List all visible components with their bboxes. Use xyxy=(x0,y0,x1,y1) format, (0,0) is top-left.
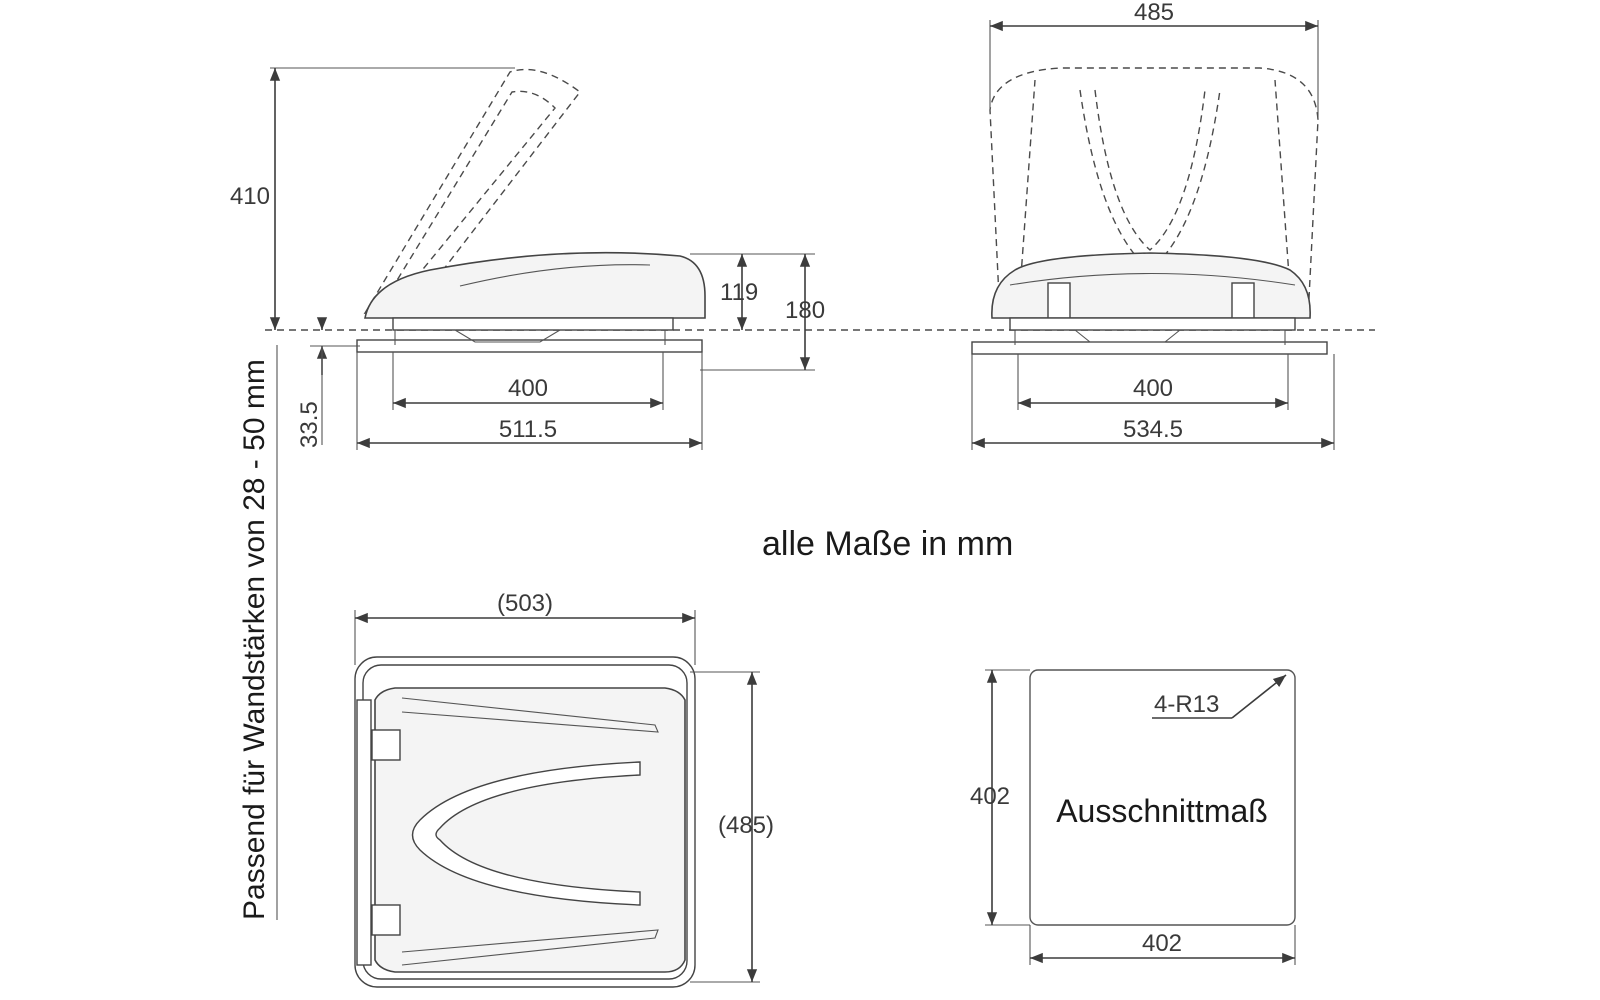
inner-frame xyxy=(392,317,674,331)
wall-thickness-note: Passend für Wandstärken von 28 - 50 mm xyxy=(238,359,271,920)
cutout-radius-label: 4-R13 xyxy=(1154,691,1219,718)
front-outer-flange xyxy=(971,341,1328,355)
top-handle xyxy=(411,761,641,906)
dim-front-outer-width: 534.5 xyxy=(1123,416,1183,443)
front-handle-u xyxy=(1079,89,1221,271)
closed-dome xyxy=(364,251,706,319)
front-inner-frame xyxy=(1009,317,1296,331)
frame-web xyxy=(1074,329,1181,343)
radius-leader xyxy=(1231,674,1287,719)
top-hinge xyxy=(371,729,401,761)
open-lid-outline xyxy=(363,68,581,315)
dim-cutout-height: 402 xyxy=(970,783,1010,810)
units-note: alle Maße in mm xyxy=(762,525,1013,563)
top-hinge xyxy=(371,904,401,936)
dim-height-body: 119 xyxy=(720,279,758,306)
cutout-view: 4-R13 402 402 Ausschnittmaß xyxy=(970,669,1296,965)
dim-wall-thickness: 33.5 xyxy=(296,401,323,448)
hinge-post xyxy=(1231,282,1255,319)
front-open-lid xyxy=(989,67,1319,319)
top-rib-lower xyxy=(401,929,659,966)
dim-top-width: 485 xyxy=(1134,0,1174,26)
dim-height-open: 410 xyxy=(230,183,270,210)
top-view: (503) (485) xyxy=(354,590,774,988)
dome-ridge xyxy=(459,264,651,287)
dim-front-inner-width: 400 xyxy=(1133,375,1173,402)
cutout-label: Ausschnittmaß xyxy=(1056,793,1268,829)
front-handle-u-inner xyxy=(1094,89,1206,251)
frame-web xyxy=(454,329,561,343)
dim-top-depth: (485) xyxy=(718,812,774,839)
cutout-rect xyxy=(1029,669,1296,926)
front-dome-ridge xyxy=(1009,272,1296,286)
hinge-post xyxy=(1047,282,1071,319)
top-hinge-bar xyxy=(356,699,372,966)
front-dome xyxy=(991,252,1311,319)
dim-top-width: (503) xyxy=(497,590,553,617)
dim-outer-width: 511.5 xyxy=(499,416,557,443)
open-lid-inner xyxy=(384,90,556,301)
front-view: 485 400 534.5 xyxy=(971,0,1335,450)
top-rib-upper xyxy=(401,697,659,733)
dim-cutout-width: 402 xyxy=(1142,930,1182,957)
dim-inner-width: 400 xyxy=(508,375,548,402)
dim-height-total: 180 xyxy=(785,297,825,324)
side-view: 410 119 180 33.5 400 511.5 xyxy=(230,67,1375,450)
